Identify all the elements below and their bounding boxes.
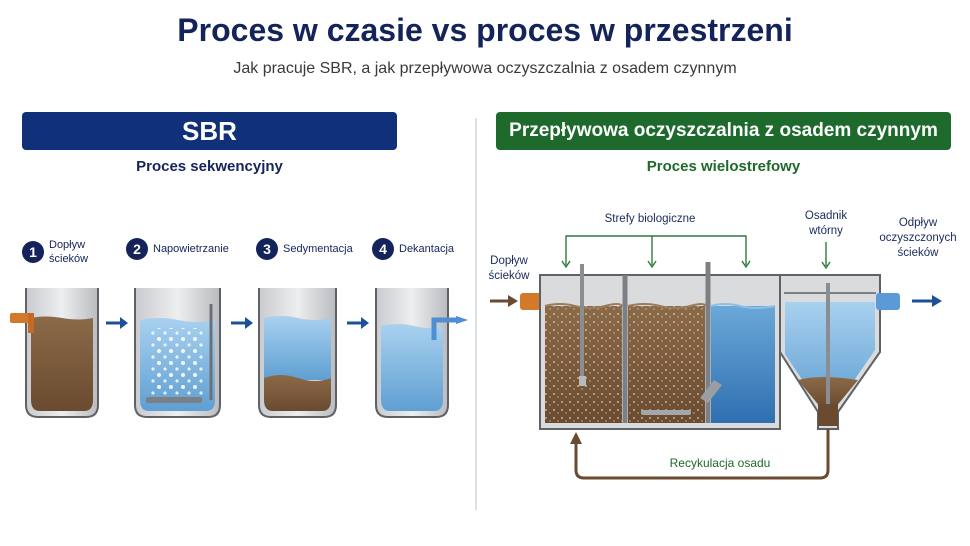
inflow-pipe	[520, 293, 544, 310]
outflow-label: Odpływ oczyszczonych ścieków	[879, 217, 957, 259]
air-bubbles	[150, 328, 204, 396]
bio-zones-bracket	[561, 235, 751, 269]
diffuser	[641, 410, 691, 415]
inflow-label: Dopływ ścieków	[488, 255, 530, 282]
sbr-step-1: 1 Dopływ ścieków	[22, 238, 97, 266]
step-label: Dekantacja	[399, 243, 455, 255]
diffuser	[146, 397, 202, 403]
outlet-pipe	[431, 317, 456, 340]
outflow-pipe	[876, 293, 900, 310]
sbr-step-4: 4 Dekantacja	[372, 238, 454, 260]
page-title: Proces w czasie vs proces w przestrzeni	[177, 12, 793, 48]
settled-sludge	[264, 375, 331, 411]
sbr-subtitle: Proces sekwencyjny	[136, 158, 283, 175]
sbr-banner: SBR	[22, 112, 397, 150]
arrow-right-icon	[456, 316, 468, 324]
sbr-tank-1	[10, 288, 99, 418]
step-number-badge: 1	[22, 241, 44, 263]
sbr-tank-3	[258, 288, 337, 418]
recirculation-label: Recykulacja osadu	[669, 456, 771, 470]
step-number-badge: 4	[372, 238, 394, 260]
flow-banner: Przepływowa oczyszczalnia z osadem czynn…	[496, 112, 951, 150]
secondary-clarifier	[779, 274, 881, 430]
clarifier-label: Osadnik wtórny	[804, 210, 848, 237]
sbr-tank-2	[134, 288, 221, 418]
step-label: Sedymentacja	[283, 243, 353, 255]
biological-basin	[539, 262, 781, 430]
step-number-badge: 2	[126, 238, 148, 260]
page-subtitle: Jak pracuje SBR, a jak przepływowa oczys…	[233, 60, 737, 77]
step-label: Dopływ ścieków	[49, 239, 89, 265]
sbr-step-2: 2 Napowietrzanie	[126, 238, 229, 260]
flow-subtitle: Proces wielostrefowy	[646, 158, 801, 175]
arrow-up-icon	[570, 432, 582, 444]
sbr-tank-4	[375, 288, 468, 418]
step-number-badge: 3	[256, 238, 278, 260]
sbr-step-3: 3 Sedymentacja	[256, 238, 353, 260]
recirculation-line	[574, 429, 830, 480]
bio-zones-label: Strefy biologiczne	[604, 213, 696, 225]
step-label: Napowietrzanie	[153, 243, 229, 255]
